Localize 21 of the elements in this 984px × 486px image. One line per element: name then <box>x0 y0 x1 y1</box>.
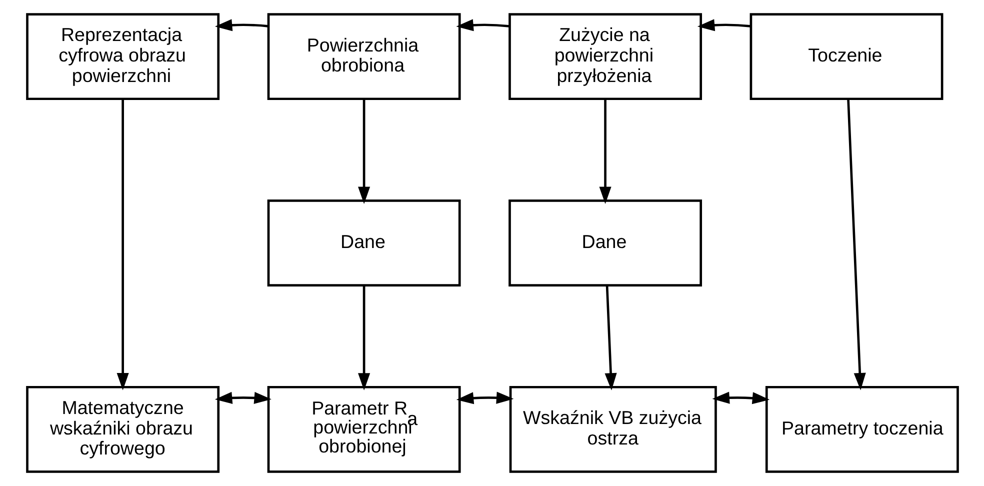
node-box: Powierzchnia obrobiona <box>266 13 460 100</box>
node-box: Parametry toczenia <box>764 386 958 473</box>
arrow <box>604 286 616 390</box>
arrow <box>358 286 370 390</box>
arrow <box>456 19 509 32</box>
arrow <box>696 19 750 32</box>
node-box: Dane <box>266 200 460 286</box>
node-box: Wskaźnik VB zużycia ostrza <box>508 386 716 473</box>
node-box: Toczenie <box>749 13 943 100</box>
node-box: Reprezentacja cyfrowa obrazu powierzchni <box>26 13 220 100</box>
arrow <box>598 99 611 204</box>
node-box: Matematyczne wskaźniki obrazu cyfrowego <box>26 386 220 473</box>
node-box: Dane <box>508 200 702 286</box>
node-box: Zużycie na powierzchni przyłożenia <box>508 13 702 100</box>
arrow <box>456 392 514 404</box>
arrow <box>358 99 370 204</box>
arrow <box>712 392 770 404</box>
arrow <box>116 99 128 390</box>
arrow <box>214 392 271 404</box>
arrow <box>846 99 866 390</box>
arrow <box>214 19 268 32</box>
